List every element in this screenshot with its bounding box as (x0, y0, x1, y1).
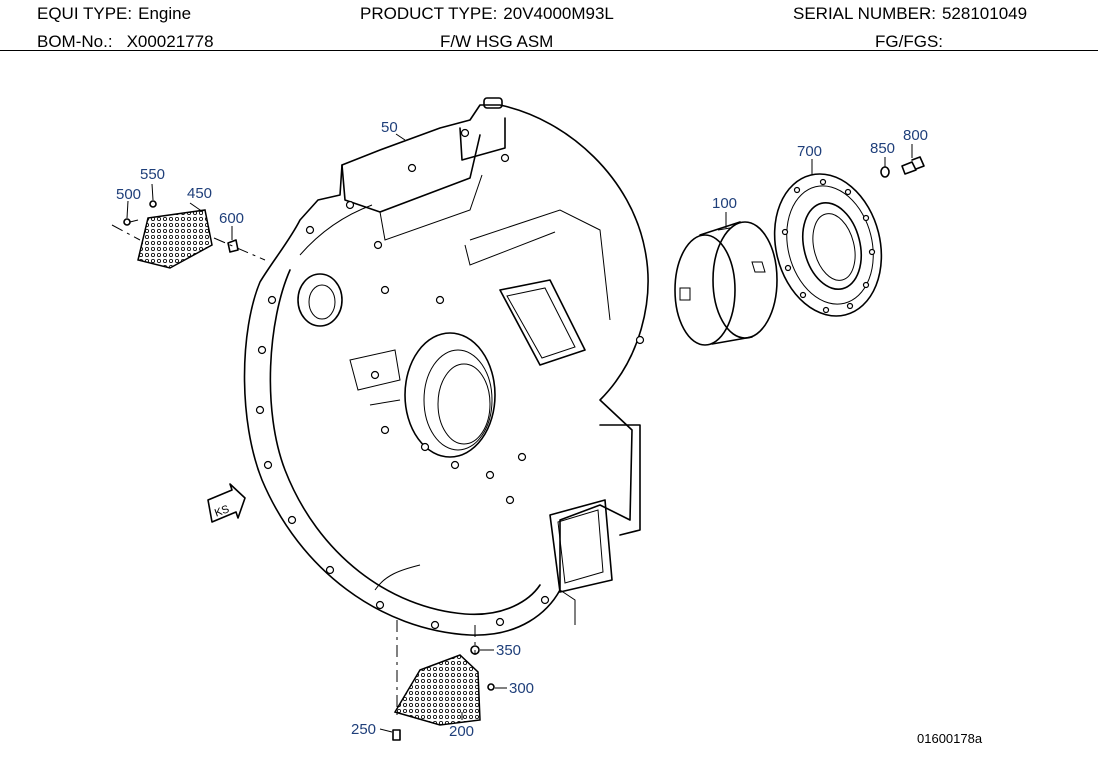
washer-850 (880, 166, 890, 178)
callout-200: 200 (449, 723, 474, 740)
callout-550: 550 (140, 166, 165, 183)
callout-350: 350 (496, 642, 521, 659)
header-rule (0, 50, 1098, 51)
screen-450 (111, 200, 266, 269)
screen-200 (392, 620, 495, 741)
serial-number-value: 528101049 (941, 4, 1028, 23)
drawing-number: 01600178a (917, 731, 983, 746)
callout-labels: 50 550 500 450 600 700 850 800 100 350 3… (116, 119, 928, 740)
product-type-label: PRODUCT TYPE: (360, 4, 498, 23)
ks-arrow-symbol: KS (207, 483, 246, 523)
bom-value: X00021778 (126, 32, 214, 51)
product-type: PRODUCT TYPE: 20V4000M93L (360, 4, 614, 24)
callout-500: 500 (116, 186, 141, 203)
assembly-description: F/W HSG ASM (440, 32, 554, 51)
callout-250: 250 (351, 721, 376, 738)
ks-symbol-text: KS (213, 503, 231, 519)
callout-100: 100 (712, 195, 737, 212)
equi-type-value: Engine (138, 4, 192, 23)
equi-type: EQUI TYPE: Engine (37, 4, 191, 24)
equi-type-label: EQUI TYPE: (37, 4, 133, 23)
callout-300: 300 (509, 680, 534, 697)
serial-number: SERIAL NUMBER: 528101049 (793, 4, 1027, 24)
flange-holes (255, 128, 645, 630)
callout-50: 50 (381, 119, 398, 136)
seal-carrier-700 (773, 173, 883, 317)
callout-850: 850 (870, 140, 895, 157)
bom-label: BOM-No.: (37, 32, 113, 51)
bom-number: BOM-No.: X00021778 (37, 32, 214, 52)
fg-fgs-label: FG/FGS: (875, 32, 943, 51)
leader-lines (126, 133, 913, 733)
serial-number-label: SERIAL NUMBER: (793, 4, 936, 23)
fg-fgs: FG/FGS: (875, 32, 943, 52)
ring-100 (674, 221, 778, 346)
callout-450: 450 (187, 185, 212, 202)
seal-carrier-holes (781, 178, 876, 314)
product-type-value: 20V4000M93L (503, 4, 614, 23)
callout-600: 600 (219, 210, 244, 227)
callout-800: 800 (903, 127, 928, 144)
flywheel-housing (243, 97, 649, 636)
callout-700: 700 (797, 143, 822, 160)
screw-800 (901, 156, 925, 175)
